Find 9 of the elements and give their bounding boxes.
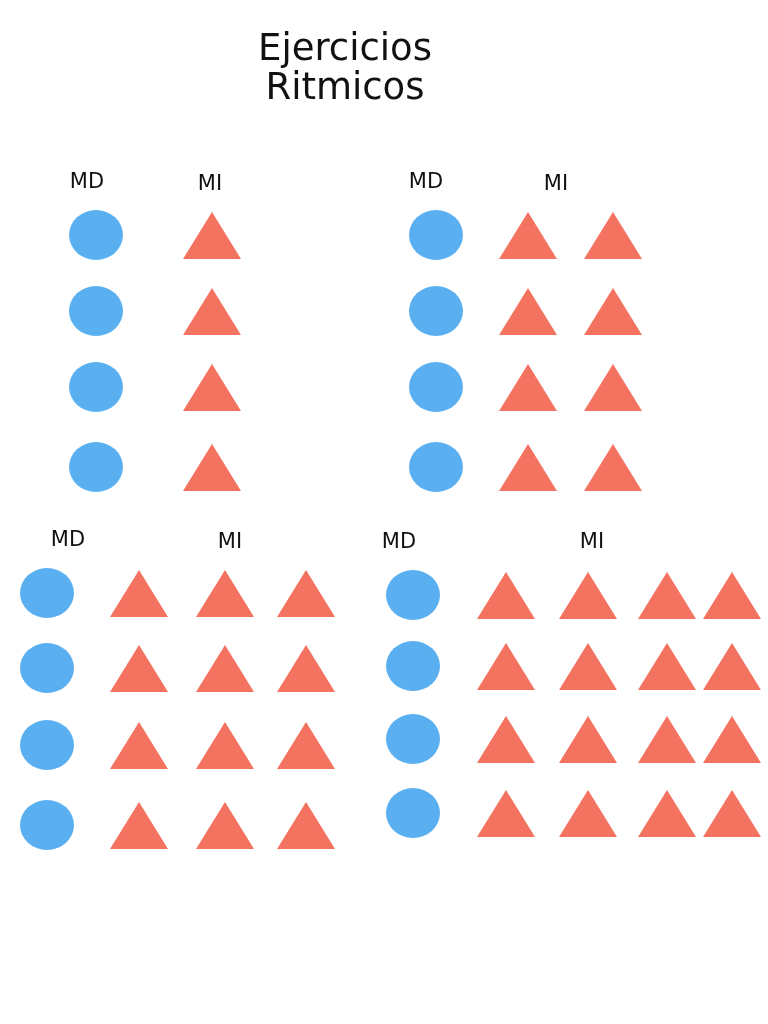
hand-label: MI [217, 529, 243, 553]
hand-label: MD [50, 527, 86, 551]
hand-label: MD [408, 169, 444, 193]
hand-label: MD [381, 529, 417, 553]
hand-label: MI [197, 171, 223, 195]
title: Ejercicios Ritmicos [257, 28, 433, 106]
hand-label: MD [69, 169, 105, 193]
hand-label: MI [579, 529, 605, 553]
hand-label: MI [543, 171, 569, 195]
